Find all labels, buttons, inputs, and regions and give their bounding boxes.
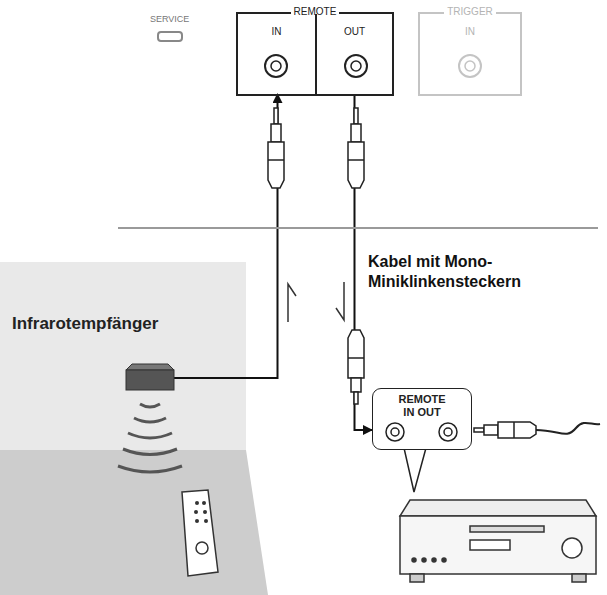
remote-panel: REMOTEINOUT [236,12,394,96]
direction-arrow [336,282,344,320]
node-text: OUT [344,26,365,38]
shelf-line [118,227,598,229]
jack-cell: IN [238,14,317,94]
floor-area [0,450,268,595]
wall-area [0,262,246,450]
node-text: TRIGGER [444,6,496,18]
cable-label: Kabel mit Mono-Miniklinkensteckern [368,252,573,292]
jack-cell: OUT [317,14,392,94]
direction-arrow [288,284,296,322]
node-text: IN [272,26,282,38]
ir-receiver [126,364,174,390]
receiver-cable [172,377,247,379]
room-area: Infrarotempfänger [0,262,246,450]
trigger-panel: TRIGGERIN [418,12,522,96]
callout-bubble: REMOTEIN OUT [372,388,472,450]
trigger-jack [459,55,481,77]
node-text: IN OUT [403,406,440,419]
cd-player [400,500,596,582]
plug-right [474,422,600,438]
port-label: SERVICE [150,14,189,25]
node-text: REMOTE [398,393,445,406]
callout-tail [404,448,426,492]
ir-waves [118,404,182,472]
node-text: REMOTE [291,6,340,18]
plug-cable-end [348,330,364,404]
plug-out [348,108,364,188]
service-port [158,32,182,41]
plug-in [268,108,284,188]
remote-control [182,490,218,576]
node-text: Infrarotempfänger [12,314,158,333]
node-text: IN [465,26,475,38]
